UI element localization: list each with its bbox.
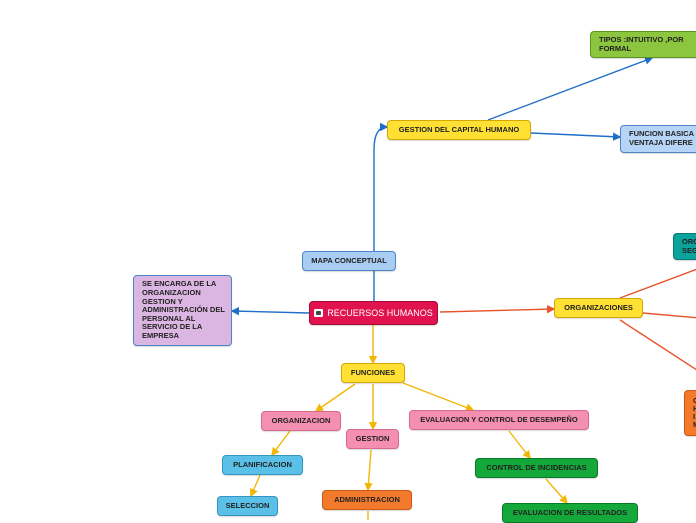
node-tipos[interactable]: TIPOS :INTUITIVO ,POR FORMAL — [590, 31, 696, 58]
node-planificacion[interactable]: PLANIFICACION — [222, 455, 303, 475]
node-root-recursos-humanos[interactable]: RECUERSOS HUMANOS — [309, 301, 438, 325]
node-funcion-basica[interactable]: FUNCION BASICA VENTAJA DIFERE — [620, 125, 696, 153]
connector-gestion-tipos — [487, 56, 654, 121]
node-administracion[interactable]: ADMINISTRACION — [322, 490, 412, 510]
node-gestion[interactable]: GESTION — [346, 429, 399, 449]
connector-evaluacion-control — [508, 430, 531, 460]
connector-funciones-organizacion — [314, 383, 356, 412]
connector-organizacion-planificacion — [271, 430, 291, 457]
connector-root-gestion-capital — [373, 122, 389, 302]
connector-org-right — [642, 312, 696, 319]
connector-funciones-evaluacion — [402, 382, 475, 412]
connector-root-organizaciones — [439, 304, 556, 314]
connector-planificacion-seleccion — [249, 474, 261, 498]
node-organizacion[interactable]: ORGANIZACION — [261, 411, 341, 431]
connector-gestion-administracion — [364, 449, 373, 492]
node-organizaciones[interactable]: ORGANIZACIONES — [554, 298, 643, 318]
connector-control-resultados — [545, 478, 568, 505]
node-control-incidencias[interactable]: CONTROL DE INCIDENCIAS — [475, 458, 598, 478]
node-funciones[interactable]: FUNCIONES — [341, 363, 405, 383]
node-org-teal[interactable]: ORG SEG — [673, 233, 696, 260]
node-org-orange[interactable]: C H I M — [684, 390, 696, 436]
node-gestion-capital-humano[interactable]: GESTION DEL CAPITAL HUMANO — [387, 120, 531, 140]
connector-gestion-funcion — [530, 132, 622, 141]
connector-root-definicion — [230, 306, 310, 316]
node-definicion[interactable]: SE ENCARGA DE LA ORGANIZACION GESTION Y … — [133, 275, 232, 346]
connector-org-orange — [619, 319, 696, 371]
connector-org-teal — [619, 268, 696, 299]
node-evaluacion-resultados[interactable]: EVALUACION DE RESULTADOS — [502, 503, 638, 523]
root-label: RECUERSOS HUMANOS — [327, 307, 433, 318]
node-mapa-conceptual[interactable]: MAPA CONCEPTUAL — [302, 251, 396, 271]
node-evaluacion-control-desempeno[interactable]: EVALUACION Y CONTROL DE DESEMPEÑO — [409, 410, 589, 430]
briefcase-icon — [314, 309, 324, 317]
node-seleccion[interactable]: SELECCION — [217, 496, 278, 516]
